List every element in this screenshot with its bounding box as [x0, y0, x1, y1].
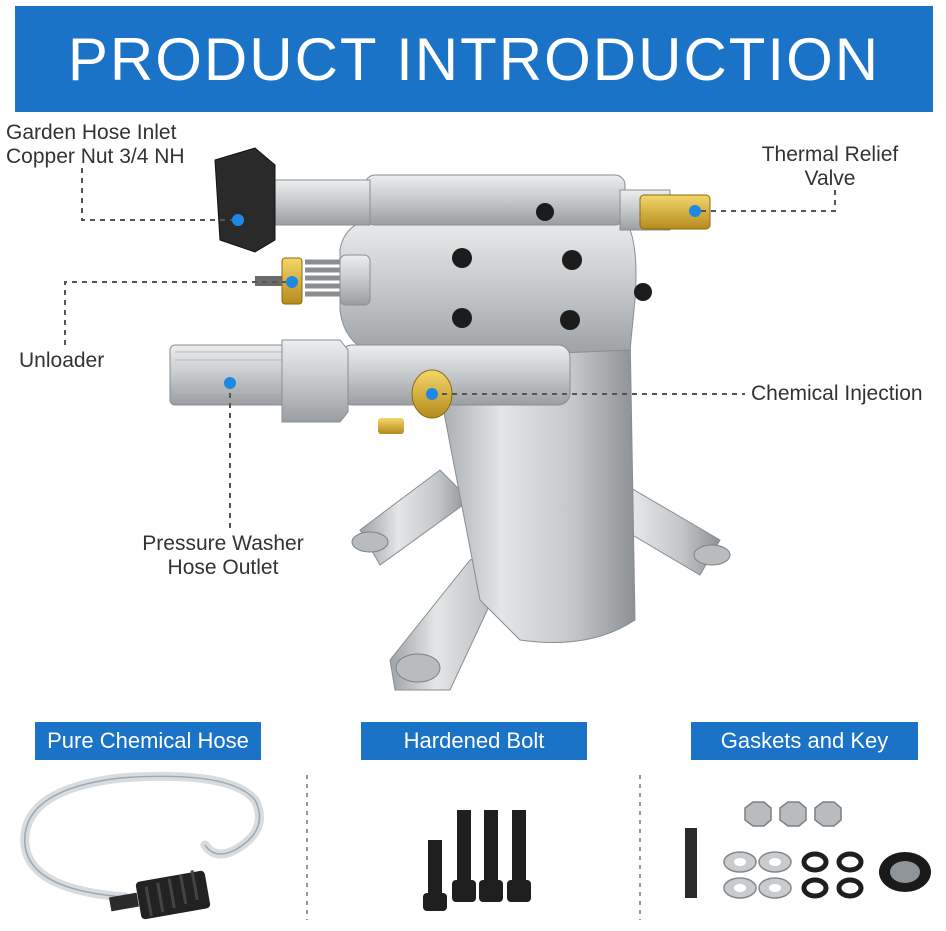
- pump-body: [339, 174, 731, 691]
- marker-thermal: [689, 205, 701, 217]
- garden-hose-inlet: [214, 147, 371, 253]
- label-thermal-relief-valve: Thermal Relief Valve: [740, 143, 920, 191]
- thermal-relief-valve: [619, 189, 711, 231]
- marker-chemical: [426, 388, 438, 400]
- label-pressure-washer-outlet: Pressure Washer Hose Outlet: [118, 532, 328, 580]
- marker-dots: [224, 205, 701, 400]
- marker-outlet: [224, 377, 236, 389]
- outlet-line2: Hose Outlet: [167, 556, 279, 579]
- leader-inlet: [81, 168, 238, 221]
- page-title: PRODUCT INTRODUCTION: [67, 25, 881, 93]
- inlet-line1: Garden Hose Inlet: [6, 121, 177, 144]
- thermal-line1: Thermal Relief: [761, 143, 899, 166]
- gaskets-and-key-image: [685, 801, 931, 899]
- label-garden-hose-inlet: Garden Hose Inlet Copper Nut 3/4 NH: [6, 121, 185, 169]
- outlet-line1: Pressure Washer: [142, 532, 304, 555]
- chemical-hose-image: [20, 771, 264, 920]
- tag-gaskets-and-key: Gaskets and Key: [691, 722, 918, 760]
- marker-unloader: [286, 276, 298, 288]
- hardened-bolts-image: [423, 810, 531, 911]
- leader-thermal: [695, 190, 836, 212]
- callout-lines: [64, 168, 836, 528]
- label-unloader: Unloader: [19, 349, 105, 372]
- label-chemical-injection: Chemical Injection: [751, 382, 923, 405]
- thermal-line2: Valve: [804, 167, 856, 190]
- inlet-line2: Copper Nut 3/4 NH: [6, 145, 185, 168]
- key: [685, 828, 697, 898]
- leader-unloader: [64, 281, 292, 345]
- tag-pure-chemical-hose: Pure Chemical Hose: [35, 722, 261, 760]
- title-banner: PRODUCT INTRODUCTION: [15, 6, 933, 112]
- marker-inlet: [232, 214, 244, 226]
- pressure-washer-outlet: [169, 339, 349, 423]
- tag-hardened-bolt: Hardened Bolt: [361, 722, 587, 760]
- unloader: [255, 254, 371, 306]
